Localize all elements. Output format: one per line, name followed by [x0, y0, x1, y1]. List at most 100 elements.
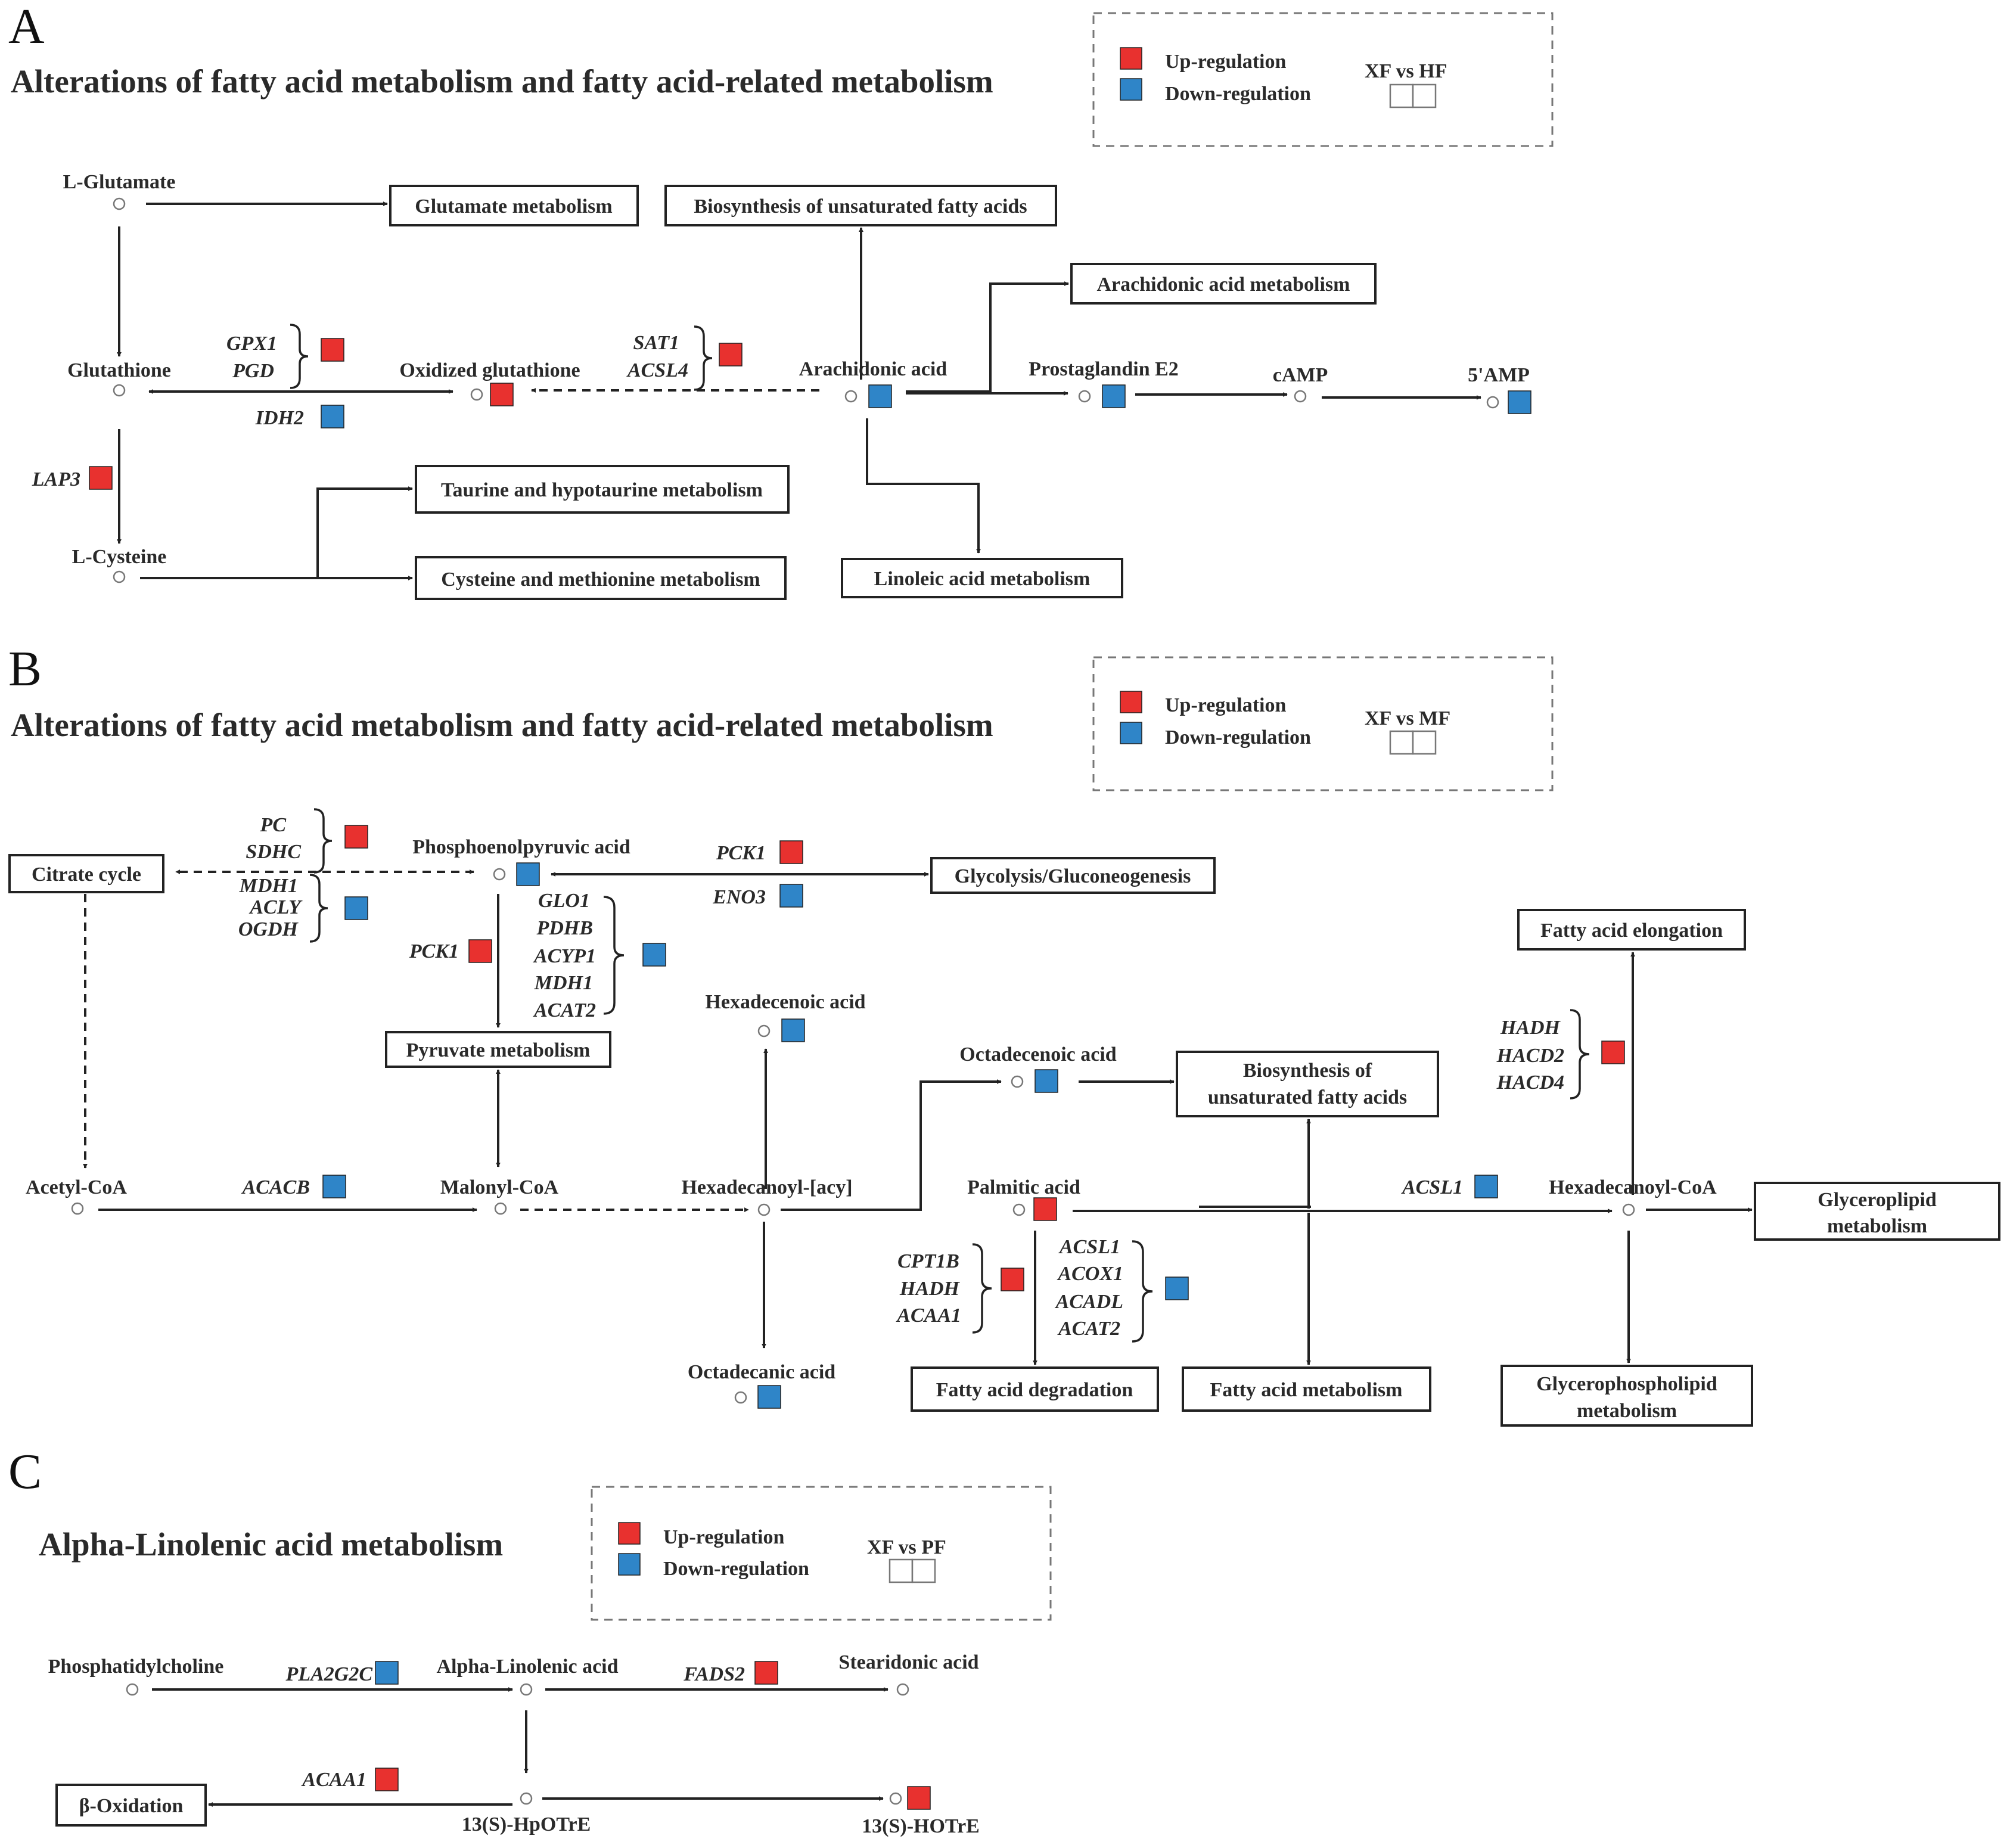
down-regulation-square	[516, 862, 540, 886]
pathway-label: Linoleic acid metabolism	[874, 568, 1091, 590]
legend-comparison: XF vs MF	[1365, 707, 1450, 729]
metabolite-label: 5'AMP	[1468, 364, 1530, 386]
pathway-label: Glycolysis/Gluconeogenesis	[955, 865, 1191, 887]
metabolite-node	[734, 1391, 747, 1404]
pathway-box	[1070, 263, 1377, 305]
metabolite-label: Arachidonic acid	[799, 358, 947, 380]
legend: Up-regulation Down-regulation XF vs MF	[1092, 656, 1554, 791]
panel-letter: B	[8, 641, 42, 697]
metabolite-node	[1078, 390, 1091, 403]
legend-frame	[591, 1486, 1052, 1621]
pathway-box	[55, 1784, 207, 1827]
up-regulation-square	[719, 343, 743, 367]
legend-down-swatch	[618, 1553, 641, 1576]
comparison-cell	[1412, 83, 1437, 108]
legend-frame	[1092, 656, 1554, 791]
metabolite-node	[126, 1683, 139, 1696]
gene-label: ACAA1	[301, 1769, 366, 1791]
reaction-arrow	[781, 1079, 1002, 1211]
metabolite-label: Octadecanic acid	[688, 1361, 835, 1383]
gene-label: MDH1	[534, 972, 593, 994]
pathway-box	[415, 465, 790, 514]
down-regulation-square	[322, 1175, 346, 1198]
pathway-label: Taurine and hypotaurine metabolism	[441, 479, 763, 501]
down-regulation-square	[868, 384, 892, 408]
gene-label: ACYP1	[533, 945, 596, 967]
gene-bracket	[290, 324, 309, 389]
metabolite-node	[1294, 390, 1307, 403]
pathway-box	[1517, 909, 1746, 951]
gene-label: PCK1	[409, 940, 459, 962]
gene-label: ACAT2	[1057, 1318, 1120, 1340]
metabolite-node	[896, 1683, 909, 1696]
metabolite-node	[470, 388, 483, 401]
down-regulation-square	[779, 884, 803, 908]
legend-down-label: Down-regulation	[1165, 726, 1311, 748]
panel-a: A Alterations of fatty acid metabolism a…	[8, 0, 1554, 600]
panel-b: B Alterations of fatty acid metabolism a…	[8, 641, 2000, 1427]
legend: Up-regulation Down-regulation XF vs PF	[591, 1486, 1052, 1621]
metabolite-label: 13(S)-HpOTrE	[462, 1813, 591, 1835]
pathway-label: metabolism	[1827, 1215, 1927, 1237]
gene-label: PLA2G2C	[285, 1663, 373, 1685]
pathway-label: Glycerophospholipid	[1536, 1373, 1717, 1395]
metabolite-label: Phosphatidylcholine	[48, 1656, 224, 1678]
gene-label: ACSL4	[626, 359, 688, 381]
pathway-box	[664, 185, 1057, 226]
metabolite-label: Phosphoenolpyruvic acid	[412, 836, 630, 858]
gene-label: ACLY	[248, 896, 303, 918]
metabolite-label: Glutathione	[67, 359, 171, 381]
pathway-label: metabolism	[1577, 1400, 1677, 1422]
panel-title: Alterations of fatty acid metabolism and…	[11, 707, 993, 743]
metabolite-node	[71, 1202, 84, 1215]
gene-label: PC	[260, 814, 287, 836]
pathway-box	[930, 857, 1216, 894]
panel-title: Alterations of fatty acid metabolism and…	[11, 63, 993, 100]
pathway-box	[385, 1031, 611, 1068]
gene-bracket	[603, 896, 625, 1015]
metabolite-node	[1486, 396, 1499, 409]
metabolite-label: 13(S)-HOTrE	[862, 1815, 980, 1837]
up-regulation-square	[321, 338, 344, 362]
pathway-label: Fatty acid degradation	[936, 1379, 1133, 1401]
metabolite-node	[1622, 1203, 1635, 1216]
reaction-arrow	[906, 281, 1069, 393]
reaction-arrow	[316, 486, 413, 578]
gene-label: GPX1	[226, 333, 277, 355]
pathway-box	[1754, 1182, 2000, 1241]
legend-up-swatch	[1120, 47, 1142, 70]
legend-up-label: Up-regulation	[1165, 51, 1286, 73]
pathway-box	[1500, 1365, 1753, 1427]
gene-bracket	[309, 874, 328, 943]
down-regulation-square	[1165, 1276, 1189, 1300]
gene-label: ACAT2	[533, 999, 596, 1021]
pathway-label: Citrate cycle	[32, 864, 141, 886]
down-regulation-square	[757, 1385, 781, 1409]
down-regulation-square	[642, 943, 666, 967]
down-regulation-square	[344, 896, 368, 920]
metabolite-node	[1012, 1203, 1026, 1216]
metabolite-node	[520, 1792, 533, 1805]
gene-label: SDHC	[246, 841, 301, 863]
metabolite-label: Octadecenoic acid	[959, 1043, 1117, 1066]
metabolite-label: cAMP	[1273, 364, 1328, 386]
metabolite-node	[494, 1202, 507, 1215]
pathway-box	[1182, 1366, 1431, 1412]
pathway-box	[841, 558, 1123, 598]
pathway-label: Glyceroplipid	[1818, 1189, 1937, 1211]
up-regulation-square	[89, 466, 113, 490]
gene-label: IDH2	[255, 407, 304, 429]
metabolite-label: Stearidonic acid	[838, 1651, 978, 1673]
comparison-cell	[1389, 83, 1414, 108]
gene-label: PGD	[232, 360, 274, 382]
metabolite-label: Malonyl-CoA	[440, 1176, 559, 1198]
gene-label: OGDH	[238, 918, 299, 940]
pathway-label: β-Oxidation	[79, 1795, 184, 1817]
pathway-box	[911, 1366, 1159, 1412]
panel-letter: C	[8, 1444, 42, 1499]
legend-comparison: XF vs PF	[867, 1536, 946, 1558]
gene-bracket	[694, 325, 713, 391]
metabolite-label: L-Glutamate	[63, 171, 176, 193]
